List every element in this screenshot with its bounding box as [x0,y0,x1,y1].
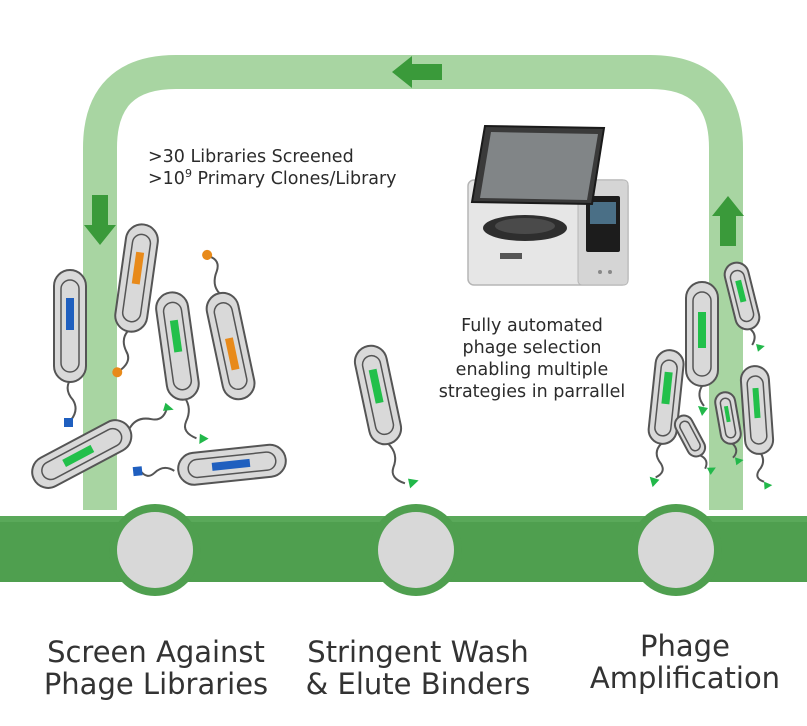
phage-particle [112,223,159,378]
stage-label-wash: Stringent Wash & Elute Binders [305,635,531,701]
arrow-down-icon [84,195,116,245]
arrow-left-icon [392,56,442,88]
phage-particle [353,344,419,489]
arrow-up-icon [712,196,744,246]
libraries-screened-text: >30 Libraries Screened [148,147,354,167]
stage-node-wash [370,504,462,596]
stage-node-amplification [630,504,722,596]
automated-instrument-image [467,124,629,286]
phage-particle [155,291,209,444]
phage-particle [673,414,716,475]
cycle-loop [83,55,743,510]
stage-node-screen [109,504,201,596]
phage-particle [132,443,287,486]
phage-particle [723,261,765,352]
automation-note: Fully automated phage selection enabling… [438,316,626,402]
stage-label-amplification: Phage Amplification [589,629,781,695]
phage-particle [685,281,719,416]
phage-particle [53,269,87,427]
phage-particle [714,391,744,466]
primary-clones-text: >109 Primary Clones/Library [148,167,397,189]
library-stats: >30 Libraries Screened >109 Primary Clon… [148,146,397,190]
stage-label-screen: Screen Against Phage Libraries [43,635,269,701]
phage-particle [31,402,174,489]
phage-particle [739,365,775,490]
phage-particle [202,249,256,401]
